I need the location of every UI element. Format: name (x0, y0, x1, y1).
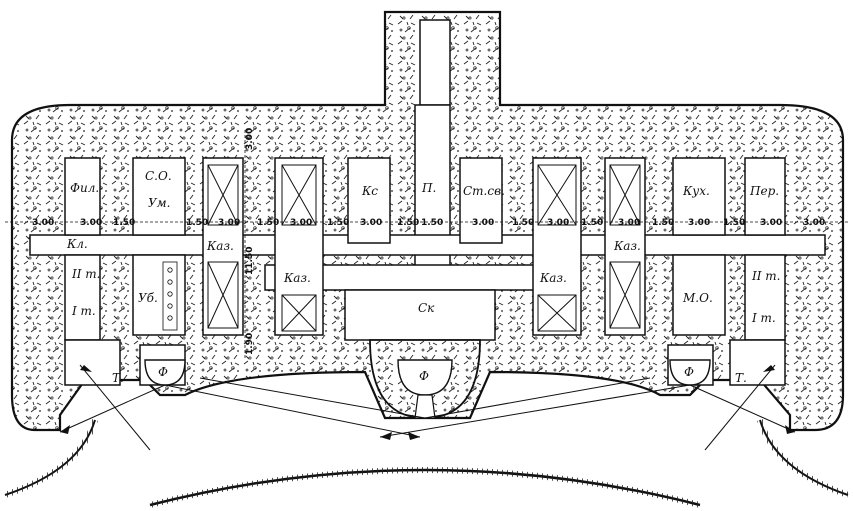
room-mo (672, 254, 726, 336)
room-kaz-4 (604, 157, 646, 336)
label-t-left: Т. (112, 371, 124, 385)
dim-20: 3.00 (803, 218, 825, 228)
fire-lines (59, 364, 796, 451)
room-stsv (459, 157, 503, 244)
dim-2: 1.50 (113, 218, 135, 228)
dim-13: 3.00 (547, 218, 569, 228)
dimension-labels: 3.00 3.00 1.50 1.50 3.00 1.50 3.00 1.50 … (32, 128, 825, 355)
dim-9: 1.50 (397, 218, 419, 228)
label-f-left: Ф (158, 365, 168, 379)
dim-4: 3.00 (218, 218, 240, 228)
dim-0: 3.00 (32, 218, 54, 228)
dim-11: 3.00 (472, 218, 494, 228)
label-p: П. (421, 181, 436, 195)
cross-hatching (207, 164, 641, 332)
label-fil: Фил. (70, 181, 99, 195)
room-ks (347, 157, 391, 244)
label-t-right: Т. (735, 371, 747, 385)
label-it-right: I т. (751, 311, 776, 325)
room-labels: Фил. С.О. Ум. Кл. II т. I т. Уб. Каз. Ка… (66, 169, 781, 385)
dim-16: 1.50 (652, 218, 674, 228)
room-ub (132, 254, 186, 336)
glacis (4, 419, 849, 508)
label-iit-left: II т. (71, 267, 101, 281)
sk-hall (344, 289, 496, 341)
dim-18: 1.50 (723, 218, 745, 228)
label-kaz-2: Каз. (283, 271, 311, 285)
label-ub: Уб. (138, 291, 158, 305)
label-ks: Кс (361, 184, 378, 198)
room-kaz-3 (532, 157, 582, 336)
label-it-left: I т. (71, 304, 96, 318)
tower-right (729, 339, 786, 386)
dim-5: 1.50 (257, 218, 279, 228)
dim-6: 3.00 (290, 218, 312, 228)
dim-vertical-top: 3.00 (245, 128, 255, 150)
dim-17: 3.00 (688, 218, 710, 228)
room-kaz-1 (202, 157, 244, 336)
dim-1: 3.00 (80, 218, 102, 228)
dim-14: 1.50 (581, 218, 603, 228)
label-f-center: Ф (419, 369, 429, 383)
room-it-left (64, 254, 101, 341)
label-iit-right: II т. (751, 269, 781, 283)
shaft (419, 19, 451, 106)
label-mo: М.О. (682, 291, 713, 305)
dim-8: 3.00 (360, 218, 382, 228)
dim-19: 3.00 (760, 218, 782, 228)
arrowheads (60, 365, 795, 440)
label-sk: Ск (418, 301, 435, 315)
dim-vertical-bottom: 1.90 (245, 333, 255, 355)
label-stsv: Ст.св. (463, 184, 505, 198)
dim-15: 3.00 (618, 218, 640, 228)
label-so: С.О. (145, 169, 172, 183)
tower-left (64, 339, 121, 386)
dim-3: 1.50 (186, 218, 208, 228)
bunks (162, 261, 178, 331)
dim-10: 1.50 (421, 218, 443, 228)
label-kaz-1: Каз. (206, 239, 234, 253)
dim-7: 1.50 (327, 218, 349, 228)
label-f-right: Ф (684, 365, 694, 379)
label-kaz-4: Каз. (613, 239, 641, 253)
room-kaz-2 (274, 157, 324, 336)
label-um: Ум. (148, 196, 170, 210)
dimension-line (5, 130, 848, 360)
label-kukh: Кух. (682, 184, 710, 198)
dim-12: 1.50 (512, 218, 534, 228)
label-kl: Кл. (66, 237, 88, 251)
label-kaz-3: Каз. (539, 271, 567, 285)
dim-vertical-mid: 11.50 (245, 247, 255, 275)
label-per: Пер. (749, 184, 779, 198)
main-corridor (29, 234, 826, 256)
room-it-right (744, 254, 786, 341)
